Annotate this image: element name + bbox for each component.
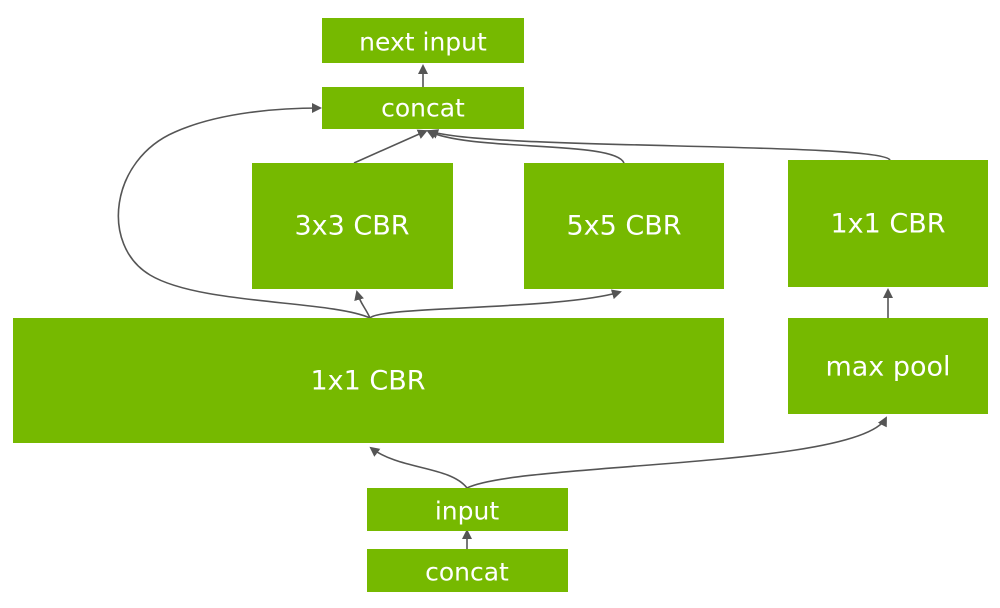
node-conv1x1-main-label: 1x1 CBR <box>310 366 425 397</box>
node-next-input: next input <box>322 18 524 63</box>
node-max-pool-label: max pool <box>825 352 950 383</box>
edge-conv1x1-right-to-concat-top <box>428 129 891 161</box>
node-input: input <box>367 488 568 531</box>
node-next-input-label: next input <box>359 28 487 57</box>
node-conv1x1-main: 1x1 CBR <box>13 318 724 443</box>
node-conv1x1-right-label: 1x1 CBR <box>830 209 945 240</box>
node-input-label: input <box>435 497 500 526</box>
node-concat-bottom-label: concat <box>425 558 509 587</box>
edge-input-to-conv1x1-main <box>369 446 468 489</box>
node-concat-top: concat <box>322 87 524 129</box>
edge-conv1x1-main-to-conv5x5 <box>369 289 622 319</box>
node-conv3x3-label: 3x3 CBR <box>294 211 409 242</box>
edge-input-to-max-pool <box>466 416 887 489</box>
node-max-pool: max pool <box>788 318 988 414</box>
node-conv3x3: 3x3 CBR <box>252 163 453 289</box>
edges <box>117 64 893 549</box>
node-concat-top-label: concat <box>381 94 465 123</box>
edge-conv1x1-main-to-concat-top <box>117 103 371 319</box>
edge-conv5x5-to-concat-top <box>426 130 625 164</box>
node-concat-bottom: concat <box>367 549 568 592</box>
node-conv5x5-label: 5x5 CBR <box>566 211 681 242</box>
edge-conv3x3-to-concat-top <box>353 129 428 164</box>
node-conv1x1-right: 1x1 CBR <box>788 160 988 287</box>
node-conv5x5: 5x5 CBR <box>524 163 724 289</box>
edge-conv1x1-main-to-conv3x3 <box>354 290 371 319</box>
